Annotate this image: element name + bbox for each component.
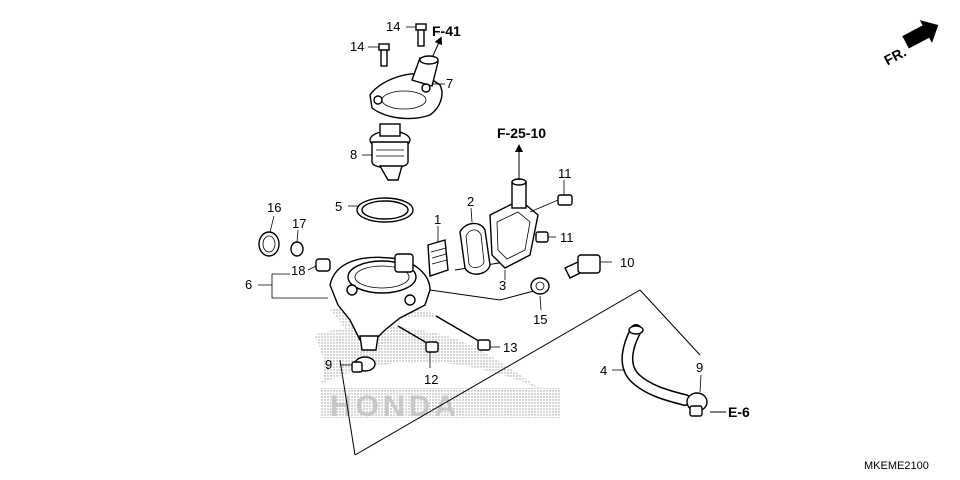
label-part-2: 2 (467, 194, 474, 209)
f41-arrow (431, 36, 443, 59)
ref-f2510: F-25-10 (497, 125, 546, 141)
dowel-18 (315, 258, 331, 272)
label-part-14-left: 14 (350, 39, 364, 54)
thermostat-8 (369, 123, 411, 181)
bolt-12 (397, 325, 439, 353)
label-part-13: 13 (503, 340, 517, 355)
bolt-11-mid (535, 231, 556, 243)
gasket-2 (459, 222, 491, 275)
ref-e6: E-6 (728, 404, 750, 420)
label-part-10: 10 (620, 255, 634, 270)
label-part-12: 12 (424, 372, 438, 387)
label-part-6: 6 (245, 277, 252, 292)
water-hose-4 (621, 324, 691, 406)
front-arrow-marker (902, 20, 939, 49)
label-part-9-right: 9 (696, 360, 703, 375)
bolt-11-top (529, 194, 573, 213)
diagram-code: MKEME2100 (864, 460, 929, 472)
ref-f41: F-41 (432, 23, 461, 39)
clamp-9-right (686, 392, 708, 417)
label-part-17: 17 (292, 216, 306, 231)
ring-16 (258, 231, 280, 257)
label-part-16: 16 (267, 200, 281, 215)
thermostat-cover-7 (369, 55, 443, 120)
label-part-8: 8 (350, 147, 357, 162)
label-part-14-top: 14 (386, 19, 400, 34)
bolt-14-left (368, 43, 390, 67)
washer-15 (530, 277, 550, 295)
bolt-14-top (406, 23, 427, 47)
temperature-sensor-10 (564, 254, 612, 279)
label-part-4: 4 (600, 363, 607, 378)
front-marker-label: FR. (881, 44, 908, 69)
bolt-13 (435, 315, 491, 351)
leader-6 (258, 284, 328, 299)
label-part-3: 3 (499, 278, 506, 293)
clamp-9-left (351, 356, 376, 373)
label-part-11-mid: 11 (560, 230, 574, 245)
label-part-1: 1 (434, 212, 441, 227)
watermark-text: HONDA (330, 390, 460, 423)
ring-17 (290, 241, 304, 257)
water-outlet-3 (489, 178, 539, 269)
thermostat-housing-6 (329, 253, 431, 351)
label-part-7: 7 (446, 76, 453, 91)
label-part-11-top: 11 (558, 166, 572, 181)
label-part-9-left: 9 (325, 357, 332, 372)
label-part-5: 5 (335, 199, 342, 214)
label-part-18: 18 (291, 263, 305, 278)
o-ring-5 (356, 197, 414, 223)
label-part-15: 15 (533, 312, 547, 327)
strainer-1 (427, 239, 449, 277)
